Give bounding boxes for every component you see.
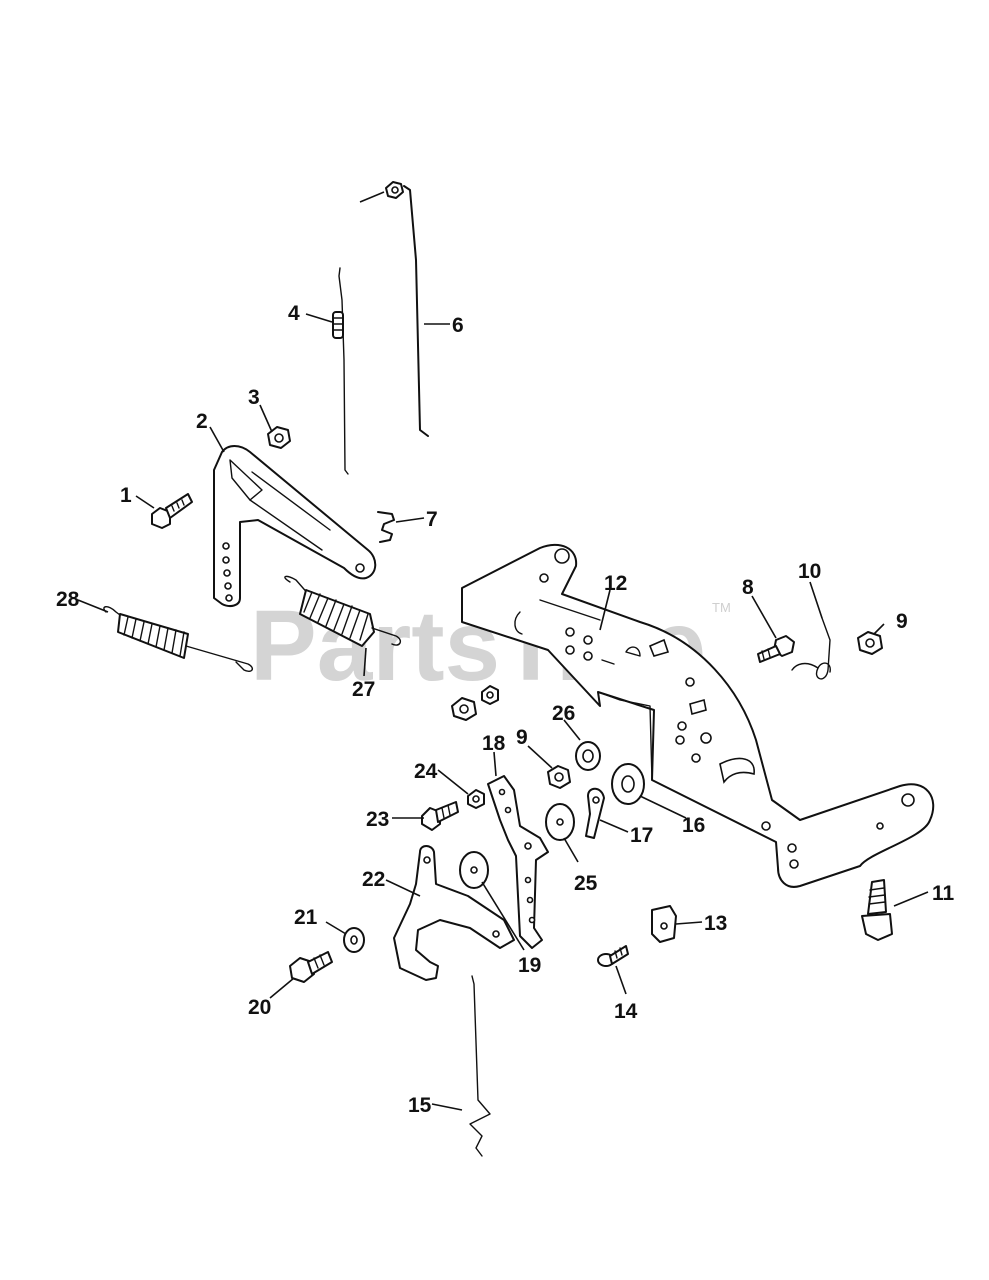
part-19-disc[interactable] (459, 851, 489, 889)
callout-22: 22 (362, 868, 385, 891)
callout-16: 16 (682, 814, 705, 837)
callout-labels: 4 6 3 2 1 7 28 27 12 8 10 9 26 9 18 24 2… (56, 302, 955, 1117)
callout-20: 20 (248, 996, 271, 1019)
callout-19: 19 (518, 954, 541, 977)
callout-7: 7 (426, 508, 438, 531)
callout-9-center: 9 (516, 726, 528, 749)
part-13-clip[interactable] (651, 905, 677, 943)
part-28-spring[interactable] (103, 606, 254, 673)
part-27-spring[interactable] (284, 575, 402, 647)
callout-24: 24 (414, 760, 438, 783)
part-9-nut-center[interactable] (547, 765, 571, 789)
callout-21: 21 (294, 906, 318, 929)
part-11-main-bracket[interactable] (461, 543, 935, 888)
callout-18: 18 (482, 732, 506, 755)
callout-8: 8 (742, 576, 754, 599)
callout-6: 6 (452, 314, 464, 337)
leader-lines (77, 191, 929, 1111)
callout-3: 3 (248, 386, 260, 409)
callout-4: 4 (288, 302, 300, 325)
part-15-rod[interactable] (469, 975, 491, 1157)
part-7-clip[interactable] (377, 511, 395, 543)
callout-27: 27 (352, 678, 375, 701)
callout-9-right: 9 (896, 610, 908, 633)
part-24-nut[interactable] (467, 789, 485, 809)
bracket-nut-pair[interactable] (451, 685, 499, 721)
callout-11: 12 (604, 572, 627, 595)
part-18-arm[interactable] (487, 775, 549, 949)
callout-23: 23 (366, 808, 389, 831)
callout-15: 15 (408, 1094, 432, 1117)
callout-25: 25 (574, 872, 598, 895)
part-12-flange-bolt[interactable] (861, 879, 893, 941)
part-9-nut-right[interactable] (857, 631, 883, 655)
callout-10: 10 (798, 560, 821, 583)
part-26-spacer[interactable] (575, 741, 601, 771)
part-6-rod[interactable] (403, 185, 429, 437)
part-5-nut[interactable] (385, 181, 404, 199)
part-23-bolt[interactable] (421, 801, 459, 831)
part-22-bracket[interactable] (393, 845, 515, 981)
part-21-washer[interactable] (343, 927, 365, 953)
part-3-nut[interactable] (267, 426, 291, 449)
callout-2: 2 (196, 410, 208, 433)
callout-13: 13 (704, 912, 727, 935)
part-2-lever-bracket[interactable] (213, 445, 377, 607)
callout-1: 1 (120, 484, 132, 507)
part-10-spring[interactable] (791, 617, 831, 680)
part-14-screw[interactable] (597, 945, 629, 967)
part-20-bolt[interactable] (289, 951, 333, 983)
callout-28: 28 (56, 588, 80, 611)
part-17-lever[interactable] (585, 787, 605, 839)
callout-12: 11 (932, 882, 955, 905)
callout-17: 17 (630, 824, 653, 847)
part-25-disc[interactable] (545, 803, 575, 841)
part-4-rod-spring[interactable] (332, 267, 349, 475)
part-16-washer[interactable] (611, 763, 645, 805)
callout-26: 26 (552, 702, 575, 725)
part-8-bolt[interactable] (757, 635, 795, 663)
watermark-trademark: TM (712, 600, 731, 615)
part-1-bolt[interactable] (151, 493, 193, 529)
callout-14: 14 (614, 1000, 638, 1023)
